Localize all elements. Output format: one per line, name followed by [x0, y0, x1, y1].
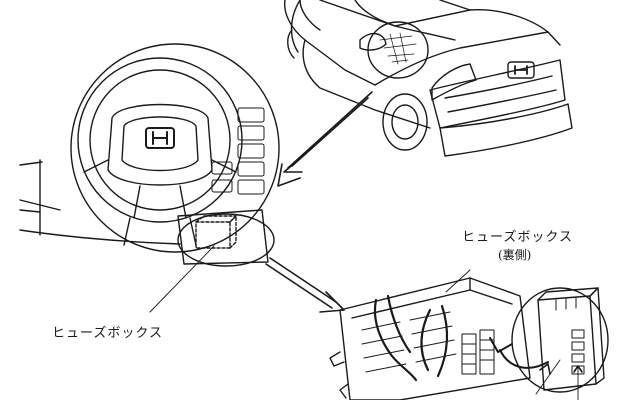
honda-logo-icon [514, 65, 528, 75]
car-illustration [283, 0, 573, 157]
rotate-arrow-icon [499, 349, 549, 369]
honda-logo-icon [145, 127, 175, 149]
fuse-box-label-right: ヒューズボックス [462, 230, 573, 245]
fuse-box-back-label: (裏側) [498, 248, 532, 262]
fuse-box-icon [329, 277, 609, 400]
fuse-box-label-left: ヒューズボックス [52, 326, 163, 341]
dashboard-illustration [19, 43, 280, 313]
pointer-arrows [265, 91, 583, 400]
steering-wheel-icon [77, 57, 243, 223]
